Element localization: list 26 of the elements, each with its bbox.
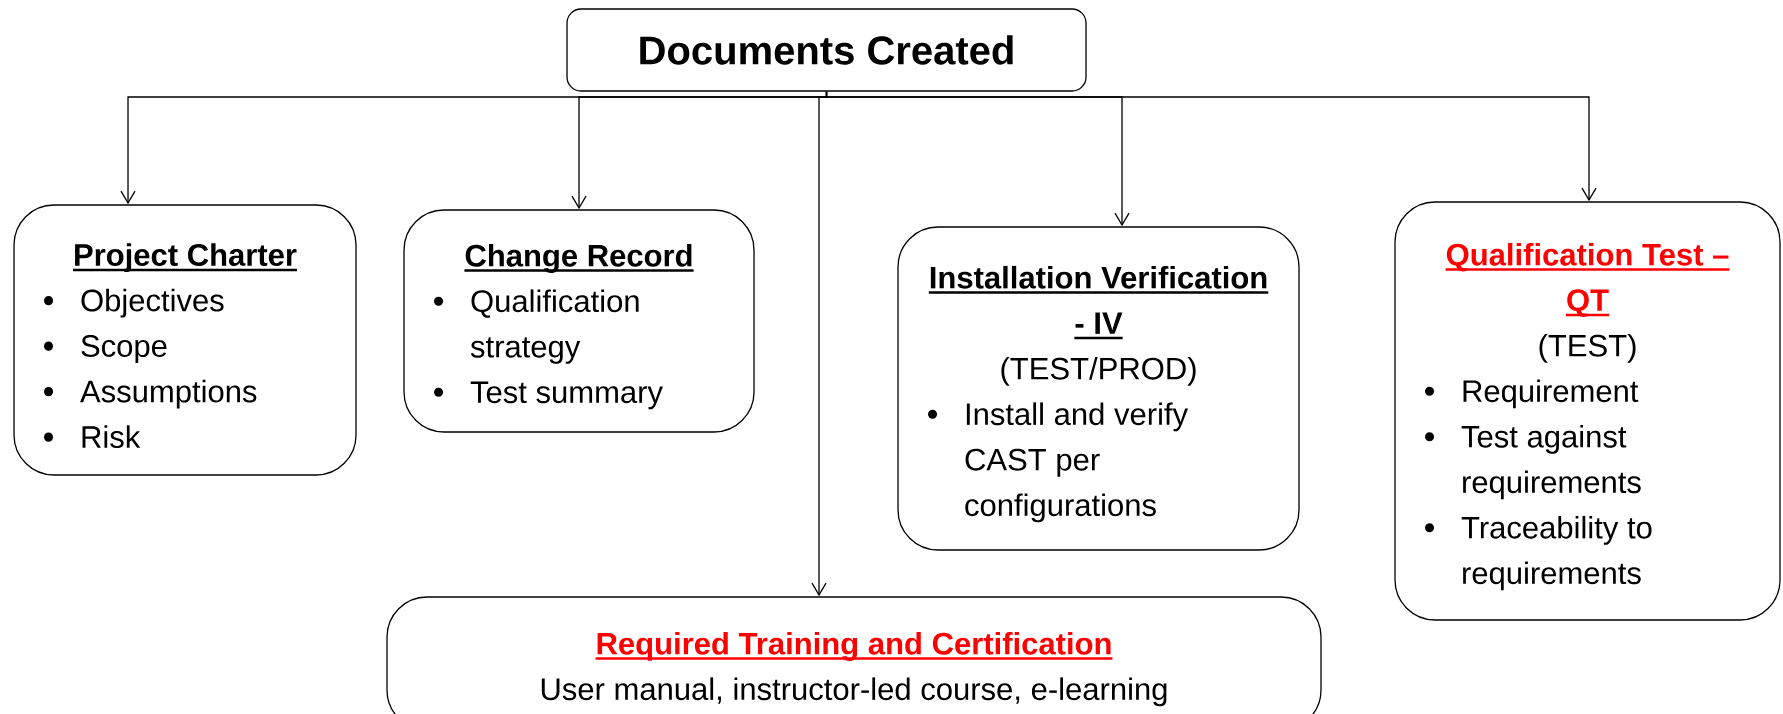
bullet-item: Scope xyxy=(81,335,167,364)
bullet-item: Risk xyxy=(82,425,141,448)
subtitle: (TEST/PROD) xyxy=(1001,356,1196,386)
heading: Qualification Test – QT xyxy=(1446,242,1729,317)
subtitle: User manual, instructor-led course, e-learning xyxy=(541,677,1167,707)
bullet-item: Install and verify CAST per configurations xyxy=(965,402,1188,523)
title-text: Documents Created xyxy=(640,35,1013,65)
heading: Required Training and Certification xyxy=(597,631,1111,661)
heading: Change Record xyxy=(465,243,692,273)
arrow xyxy=(825,91,1597,202)
document-box xyxy=(403,209,755,433)
heading: Installation Verification - IV xyxy=(930,265,1267,340)
bullet-item: Traceability to requirements xyxy=(1461,515,1652,591)
document-box xyxy=(897,226,1300,551)
document-box xyxy=(1394,201,1781,621)
title-box xyxy=(566,8,1087,92)
bullet-item: Test summary xyxy=(470,381,663,410)
bullet-item: Qualification strategy xyxy=(470,289,639,364)
bullet-item: Assumptions xyxy=(80,379,257,409)
bullet-item: Requirement xyxy=(1463,379,1639,409)
subtitle: (TEST) xyxy=(1539,333,1636,363)
bullet-item: Objectives xyxy=(81,288,224,318)
document-box xyxy=(386,596,1322,714)
heading: Project Charter xyxy=(75,243,297,273)
document-box xyxy=(13,204,357,476)
bullet-item: Test against requirements xyxy=(1461,424,1641,500)
